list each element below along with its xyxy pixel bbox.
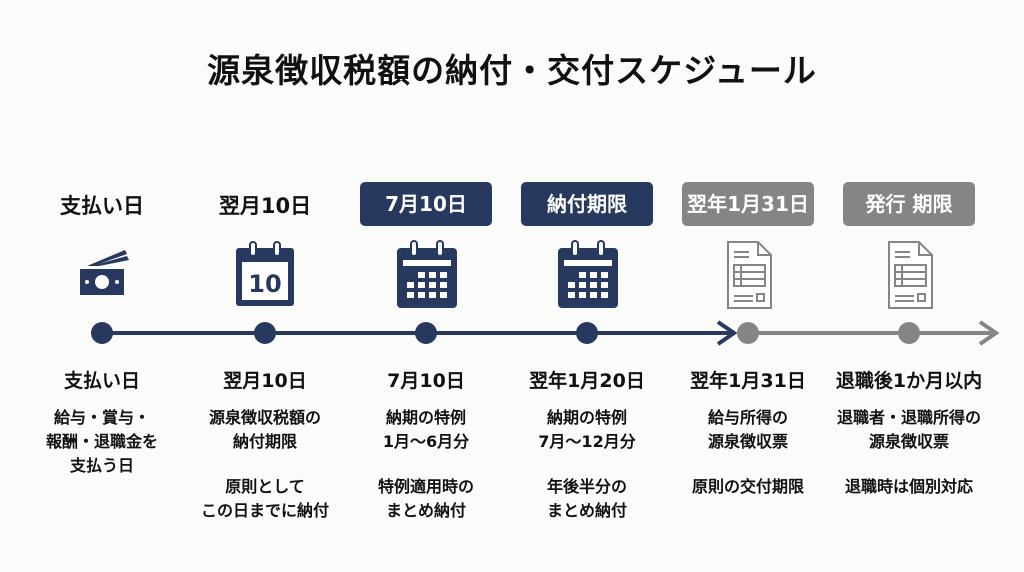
item-note: 原則の交付期限 — [648, 475, 848, 499]
timeline-dot — [91, 322, 113, 344]
item-title: 翌月10日 — [223, 370, 307, 392]
desc-line: 納付期限 — [232, 432, 297, 451]
page-title: 源泉徴収税額の納付・交付スケジュール — [207, 51, 817, 90]
timeline-arrow-navy-icon — [716, 320, 738, 346]
item-note: 特例適用時のまとめ納付 — [326, 475, 526, 523]
desc-line: 源泉徴収票 — [868, 432, 949, 451]
desc-line: まとめ納付 — [546, 501, 627, 520]
item-note: 退職時は個別対応 — [809, 475, 1009, 499]
desc-line: 1月〜6月分 — [382, 432, 470, 451]
item-header-badge: 7月10日 — [360, 182, 492, 226]
item-title: 翌年1月20日 — [529, 370, 645, 392]
desc-line: 原則として — [225, 477, 305, 496]
item-description: 退職者・退職所得の源泉徴収票 — [809, 406, 1009, 454]
item-header-badge: 納付期限 — [521, 182, 653, 226]
desc-line: 退職者・退職所得の — [836, 408, 981, 427]
item-description: 給与所得の源泉徴収票 — [648, 406, 848, 454]
desc-line: 退職時は個別対応 — [844, 477, 973, 496]
desc-line: まとめ納付 — [385, 501, 466, 520]
money-icon — [67, 238, 137, 310]
desc-line: 報酬・退職金を — [45, 432, 158, 451]
item-description: 源泉徴収税額の納付期限 — [165, 406, 365, 454]
svg-text:10: 10 — [248, 270, 281, 298]
document-icon — [713, 238, 783, 310]
desc-line: 特例適用時の — [377, 477, 474, 496]
desc-line: 年後半分の — [546, 477, 627, 496]
desc-line: 支払う日 — [69, 456, 134, 475]
desc-line: 7月〜12月分 — [538, 432, 636, 451]
item-note: 年後半分のまとめ納付 — [487, 475, 687, 523]
item-title: 支払い日 — [63, 370, 140, 392]
desc-line: 納期の特例 — [546, 408, 627, 427]
item-title: 7月10日 — [387, 370, 465, 392]
desc-line: 給与所得の — [707, 408, 788, 427]
timeline-dot — [737, 322, 759, 344]
item-description: 給与・賞与・報酬・退職金を支払う日 — [2, 406, 202, 478]
desc-line: 給与・賞与・ — [53, 408, 150, 427]
desc-line: 納期の特例 — [385, 408, 466, 427]
item-header: 支払い日 — [60, 194, 144, 218]
desc-line: この日までに納付 — [200, 501, 329, 520]
timeline-dot — [415, 322, 437, 344]
calendar-icon — [552, 238, 622, 310]
timeline-dot — [898, 322, 920, 344]
item-title: 翌年1月31日 — [690, 370, 806, 392]
timeline-dot — [254, 322, 276, 344]
desc-line: 源泉徴収税額の — [208, 408, 321, 427]
item-header: 翌月10日 — [218, 194, 312, 218]
item-header-badge: 発行 期限 — [843, 182, 975, 226]
document-icon — [874, 238, 944, 310]
item-title: 退職後1か月以内 — [835, 370, 983, 392]
item-header-badge: 翌年1月31日 — [682, 182, 814, 226]
calendar-icon — [391, 238, 461, 310]
item-description: 納期の特例 7月〜12月分 — [487, 406, 687, 454]
calendar-10-icon: 10 — [230, 238, 300, 310]
item-note: 原則としてこの日までに納付 — [165, 475, 365, 523]
desc-line: 原則の交付期限 — [691, 477, 804, 496]
desc-line: 源泉徴収票 — [707, 432, 788, 451]
timeline-dot — [576, 322, 598, 344]
timeline-arrow-gray-icon — [978, 320, 1000, 346]
item-description: 納期の特例 1月〜6月分 — [326, 406, 526, 454]
